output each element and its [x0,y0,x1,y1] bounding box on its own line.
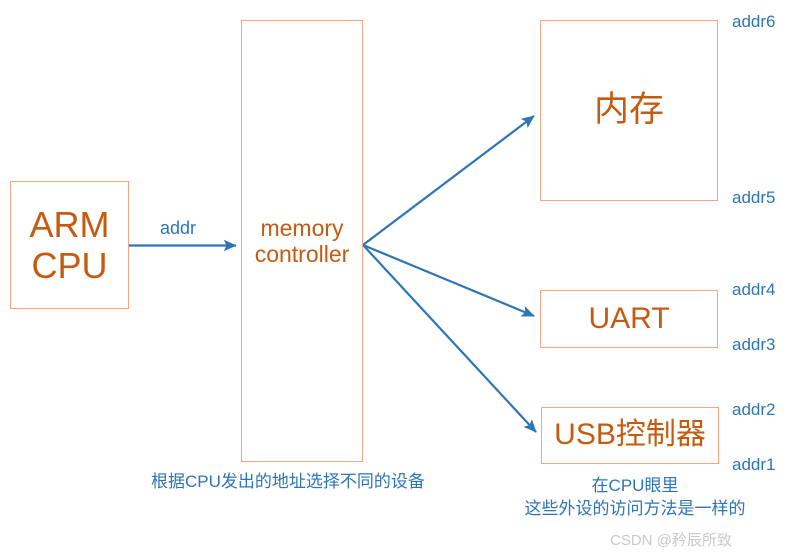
address-label-addr4: addr4 [732,280,776,299]
address-label-addr1: addr1 [732,455,776,474]
arrow-memctl-to-ram [362,115,535,246]
address-label-addr2: addr2 [732,400,776,419]
caption-cpu-view: 在CPU眼里 这些外设的访问方法是一样的 [500,475,770,521]
caption-address-selection: 根据CPU发出的地址选择不同的设备 [151,472,425,491]
box-arm-cpu[interactable]: ARM CPU [10,181,129,309]
caption-cpu-view-line1: 在CPU眼里 [591,476,679,495]
box-memory-controller[interactable]: memory controller [241,20,363,462]
arrow-memctl-to-usb [362,244,537,433]
address-label-addr3: addr3 [732,335,776,354]
box-memory[interactable]: 内存 [540,20,718,201]
address-label-addr6: addr6 [732,12,776,31]
box-uart[interactable]: UART [540,290,718,348]
caption-cpu-view-line2: 这些外设的访问方法是一样的 [524,498,746,518]
address-label-addr5: addr5 [732,188,776,207]
watermark: CSDN @矜辰所致 [610,532,732,549]
box-usb-controller[interactable]: USB控制器 [541,407,719,464]
arrow-memctl-to-uart [362,243,535,318]
bus-label-addr: addr [160,218,197,238]
